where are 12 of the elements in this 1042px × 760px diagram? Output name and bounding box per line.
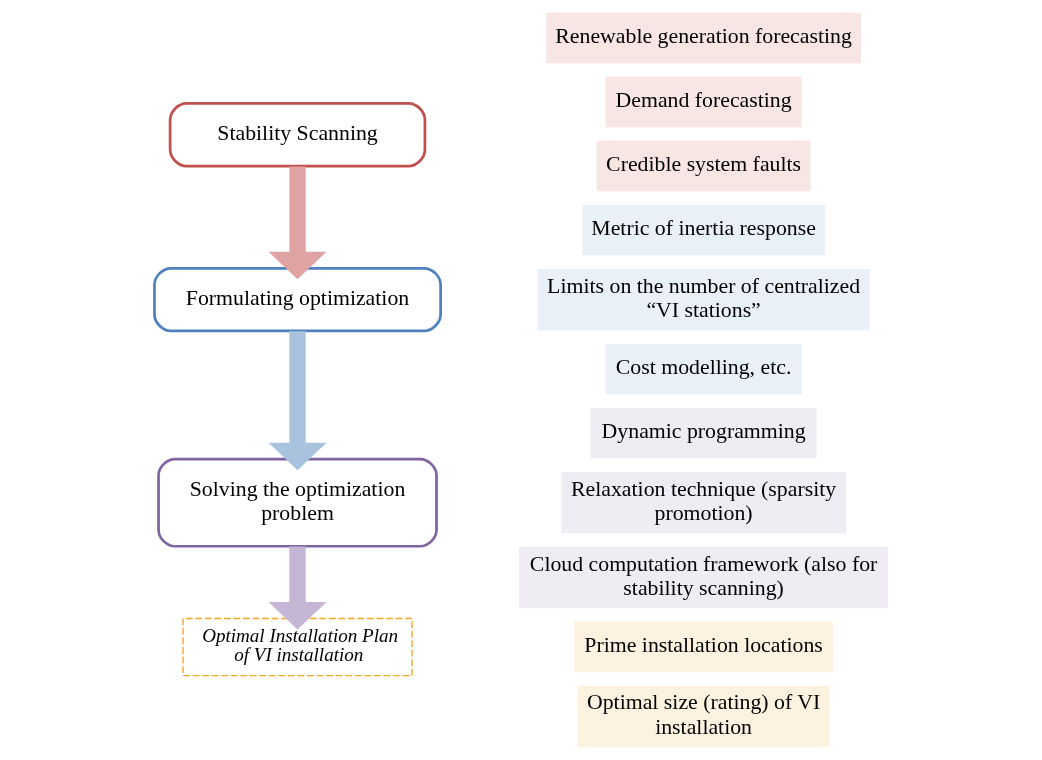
node-box: Stability Scanning [168,102,427,168]
node-box: Credible system faults [596,140,811,192]
node-box: Demand forecasting [605,76,802,128]
node-box: Optimal size (rating) of VI installation [577,685,830,748]
node-box: Formulating optimization [153,266,442,333]
node-box: Optimal Installation Plan of VI installation [182,617,413,677]
node-box: Solving the optimization problem [157,457,438,548]
arrow [268,331,327,471]
arrow [268,546,327,630]
node-box: Prime installation locations [574,621,834,673]
node-box: Renewable generation forecasting [546,12,861,64]
arrow [268,166,327,280]
